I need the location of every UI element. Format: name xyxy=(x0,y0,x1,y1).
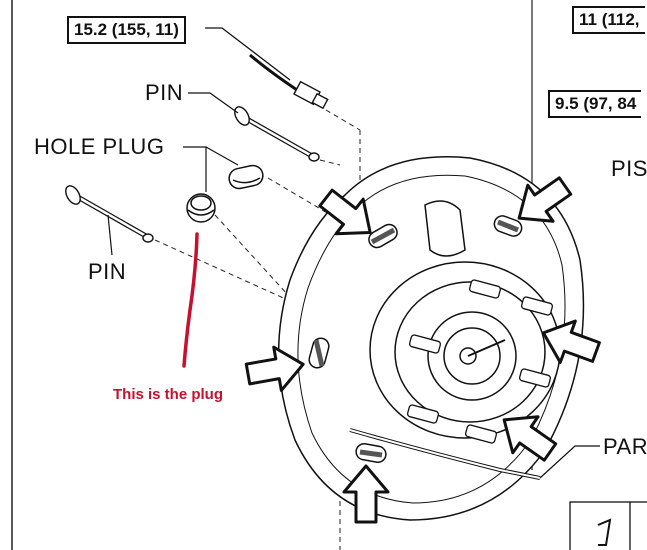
arrow-group xyxy=(244,176,601,524)
lower-pin-part xyxy=(65,185,154,243)
fitting-leader-line xyxy=(205,27,291,81)
red-annotation-text: This is the plug xyxy=(113,386,224,403)
label-par: PAR xyxy=(603,434,647,459)
hole-plug-leader-branch xyxy=(205,146,239,166)
arrow-1 xyxy=(318,188,372,236)
brake-line-fitting xyxy=(249,53,329,110)
backing-plate-slots xyxy=(308,215,523,463)
red-pointer-line xyxy=(182,232,199,368)
label-pis: PIS xyxy=(611,156,647,181)
arrow-5 xyxy=(502,415,558,462)
wheel-hub xyxy=(369,261,561,439)
hole-plug-oval xyxy=(228,164,264,190)
label-pin-bottom: PIN xyxy=(88,259,127,284)
arrow-4 xyxy=(244,345,305,392)
table-fragment xyxy=(569,501,647,550)
hole-plug-round xyxy=(186,193,216,223)
label-hole-plug: HOLE PLUG xyxy=(34,134,165,159)
pin-top-leader xyxy=(188,92,239,114)
arrow-2 xyxy=(517,176,573,223)
upper-pin-part xyxy=(234,106,320,162)
hole-plug-leader xyxy=(183,146,207,192)
wheel-studs xyxy=(406,279,554,444)
par-leader xyxy=(539,445,600,479)
pin-bottom-leader xyxy=(107,214,113,256)
torque-spec-mid-right: 9.5 (97, 84 xyxy=(548,90,642,118)
torque-spec-fitting: 15.2 (155, 11) xyxy=(67,16,186,44)
label-pin-top: PIN xyxy=(145,80,184,105)
arrow-3 xyxy=(541,319,601,364)
arrow-6 xyxy=(342,464,390,524)
torque-spec-top-right: 11 (112, xyxy=(572,6,645,34)
